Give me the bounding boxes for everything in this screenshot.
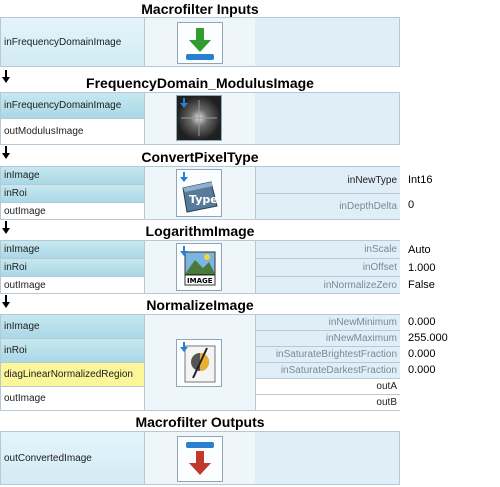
connector-arrow [2, 146, 10, 160]
value-inNewMinimum[interactable]: 0.000 [408, 316, 436, 328]
port-inFrequencyDomainImage[interactable]: inFrequencyDomainImage [1, 18, 144, 66]
normalize-title: NormalizeImage [146, 297, 254, 313]
port-inRoi[interactable]: inRoi [1, 259, 144, 277]
macrofilter-inputs-title: Macrofilter Inputs [141, 1, 259, 17]
port-outA[interactable]: outA [256, 379, 400, 395]
param-inNewType[interactable]: inNewType [256, 167, 400, 194]
convert-block[interactable]: inImage inRoi outImage Type inNewType in… [0, 166, 400, 220]
param-inDepthDelta-label: inDepthDelta [339, 201, 397, 212]
image-icon: IMAGE [176, 243, 222, 291]
param-inSaturateBrightestFraction-label: inSaturateBrightestFraction [275, 349, 397, 360]
input-arrow-icon [177, 22, 223, 64]
param-inOffset-label: inOffset [362, 262, 397, 273]
port-outConvertedImage[interactable]: outConvertedImage [1, 432, 144, 484]
inputs-icon-area [145, 18, 255, 66]
param-inOffset[interactable]: inOffset [256, 259, 400, 277]
normalize-port-column: inImage inRoi diagLinearNormalizedRegion… [1, 315, 145, 410]
port-outImage[interactable]: outImage [1, 387, 144, 410]
port-inImage[interactable]: inImage [1, 241, 144, 259]
port-inFrequencyDomainImage[interactable]: inFrequencyDomainImage [1, 93, 144, 119]
value-inDepthDelta[interactable]: 0 [408, 199, 415, 211]
value-inSaturateDarkestFraction[interactable]: 0.000 [408, 364, 436, 376]
param-inNewMaximum-label: inNewMaximum [325, 333, 397, 344]
connector-arrow [2, 70, 10, 84]
type-icon: Type [176, 169, 222, 217]
connector-arrow [2, 221, 10, 235]
value-inOffset[interactable]: 1.000 [408, 262, 436, 274]
image-icon-label: IMAGE [187, 277, 213, 285]
normalize-block[interactable]: inImage inRoi diagLinearNormalizedRegion… [0, 314, 400, 411]
log-block[interactable]: inImage inRoi outImage IMAGE inScale inO… [0, 240, 400, 294]
convert-icon-area: Type [145, 167, 255, 219]
param-inNormalizeZero-label: inNormalizeZero [323, 279, 397, 291]
outputs-port-column: outConvertedImage [1, 432, 145, 484]
port-outImage[interactable]: outImage [1, 203, 144, 219]
param-inNewType-label: inNewType [347, 174, 397, 186]
modulus-title: FrequencyDomain_ModulusImage [86, 75, 314, 91]
value-inNewType[interactable]: Int16 [408, 174, 433, 186]
param-inDepthDelta[interactable]: inDepthDelta [256, 194, 400, 219]
port-diagLinearNormalizedRegion[interactable]: diagLinearNormalizedRegion [1, 363, 144, 387]
convert-param-column: inNewType inDepthDelta [255, 167, 400, 219]
port-outImage[interactable]: outImage [1, 277, 144, 293]
modulus-icon-area [145, 93, 255, 144]
connector-arrow [2, 295, 10, 309]
macrofilter-outputs-block[interactable]: outConvertedImage [0, 431, 400, 485]
outputs-param-column [255, 432, 400, 484]
inputs-port-column: inFrequencyDomainImage [1, 18, 145, 66]
param-inNormalizeZero[interactable]: inNormalizeZero [256, 277, 400, 293]
value-inNewMaximum[interactable]: 255.000 [408, 332, 448, 344]
port-inImage[interactable]: inImage [1, 167, 144, 185]
macrofilter-outputs-title: Macrofilter Outputs [135, 414, 265, 430]
param-inNewMaximum[interactable]: inNewMaximum [256, 331, 400, 347]
value-inScale[interactable]: Auto [408, 244, 431, 256]
param-inScale[interactable]: inScale [256, 241, 400, 259]
port-outA-label: outA [376, 381, 397, 392]
normalize-icon-area [145, 315, 255, 410]
port-outB[interactable]: outB [256, 395, 400, 410]
port-outModulusImage[interactable]: outModulusImage [1, 119, 144, 144]
modulus-port-column: inFrequencyDomainImage outModulusImage [1, 93, 145, 144]
log-icon-area: IMAGE [145, 241, 255, 293]
outputs-icon-area [145, 432, 255, 484]
port-inImage[interactable]: inImage [1, 315, 144, 339]
log-port-column: inImage inRoi outImage [1, 241, 145, 293]
param-inSaturateBrightestFraction[interactable]: inSaturateBrightestFraction [256, 347, 400, 363]
param-inNewMinimum-label: inNewMinimum [328, 317, 397, 328]
macrofilter-inputs-block[interactable]: inFrequencyDomainImage [0, 17, 400, 67]
modulus-block[interactable]: inFrequencyDomainImage outModulusImage [0, 92, 400, 145]
param-inScale-label: inScale [364, 244, 397, 255]
param-inSaturateDarkestFraction-label: inSaturateDarkestFraction [280, 365, 397, 376]
modulus-image-icon [176, 95, 222, 141]
normalize-icon [176, 339, 222, 387]
modulus-param-column [255, 93, 400, 144]
inputs-param-column [255, 18, 400, 66]
value-inSaturateBrightestFraction[interactable]: 0.000 [408, 348, 436, 360]
output-arrow-icon [177, 436, 223, 482]
port-outB-label: outB [376, 397, 397, 408]
port-inRoi[interactable]: inRoi [1, 339, 144, 363]
port-inRoi[interactable]: inRoi [1, 185, 144, 203]
value-inNormalizeZero[interactable]: False [408, 279, 435, 291]
log-param-column: inScale inOffset inNormalizeZero [255, 241, 400, 293]
type-icon-label: Type [189, 193, 218, 206]
param-inSaturateDarkestFraction[interactable]: inSaturateDarkestFraction [256, 363, 400, 379]
normalize-param-column: inNewMinimum inNewMaximum inSaturateBrig… [255, 315, 400, 410]
log-title: LogarithmImage [145, 223, 255, 239]
convert-title: ConvertPixelType [141, 149, 259, 165]
convert-port-column: inImage inRoi outImage [1, 167, 145, 219]
param-inNewMinimum[interactable]: inNewMinimum [256, 315, 400, 331]
